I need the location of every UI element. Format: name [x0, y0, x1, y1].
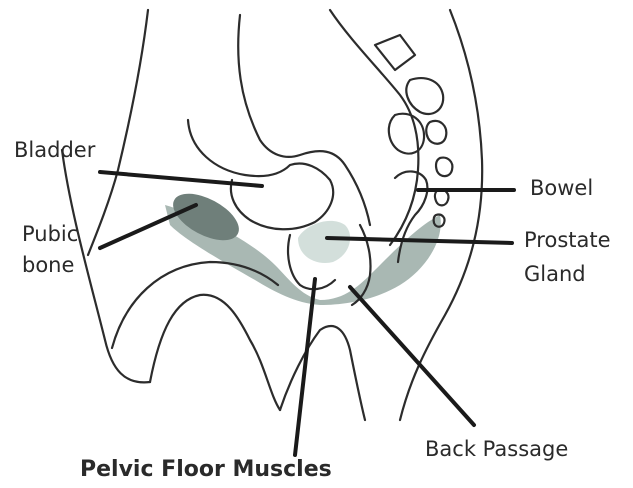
pubic-bone-label-line1: Pubic	[22, 222, 78, 247]
vertebra-1	[375, 35, 415, 70]
scrotum-outline	[150, 295, 280, 410]
back-passage-leader	[350, 287, 474, 425]
perineum-outline	[280, 326, 365, 420]
thigh-outline	[62, 150, 150, 382]
back-passage-label: Back Passage	[425, 437, 568, 462]
vertebra-2	[406, 78, 443, 114]
prostate-gland-shape	[298, 221, 350, 263]
peritoneum-outline	[238, 15, 370, 225]
abdomen-front-outline	[88, 10, 148, 255]
vertebra-4	[426, 121, 446, 144]
prostate-leader	[327, 238, 512, 243]
vertebra-5	[436, 158, 452, 177]
bowel-label: Bowel	[530, 176, 593, 201]
pubic-bone-label-line2: bone	[22, 253, 74, 278]
prostate-label-line2: Gland	[524, 262, 586, 287]
pelvic-floor-label: Pelvic Floor Muscles	[80, 457, 332, 483]
bladder-label: Bladder	[14, 138, 95, 163]
prostate-label-line1: Prostate	[524, 228, 611, 253]
